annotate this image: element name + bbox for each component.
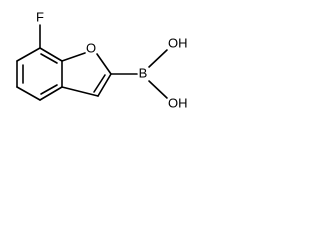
bond-b-oh-lower: [148, 80, 168, 99]
bond-c7a-o1: [61, 52, 86, 62]
atom-label-hydroxyl-upper: OH: [168, 35, 188, 50]
bond-double-c4-c3a: [40, 84, 58, 95]
bond-c7a-c7: [39, 47, 63, 62]
bond-lines: [16, 24, 168, 101]
atom-label-fluorine: F: [36, 9, 44, 24]
structure-drawing: F O B OH OH: [16, 9, 188, 110]
bond-c7-c6: [16, 47, 41, 62]
atom-label-ring-oxygen: O: [86, 40, 96, 55]
bond-o1-c2: [96, 53, 112, 75]
bond-double-c2-c3: [93, 74, 106, 93]
bond-c2-c3: [97, 73, 112, 97]
atom-label-boron: B: [139, 65, 148, 80]
bond-c5-c4: [16, 86, 41, 101]
bond-b-oh-upper: [148, 49, 168, 68]
bond-double-c7a-c7: [40, 53, 58, 64]
bond-c3-c3a: [61, 86, 99, 97]
atom-label-hydroxyl-lower: OH: [168, 95, 188, 110]
bond-c4-c3a: [39, 86, 63, 101]
